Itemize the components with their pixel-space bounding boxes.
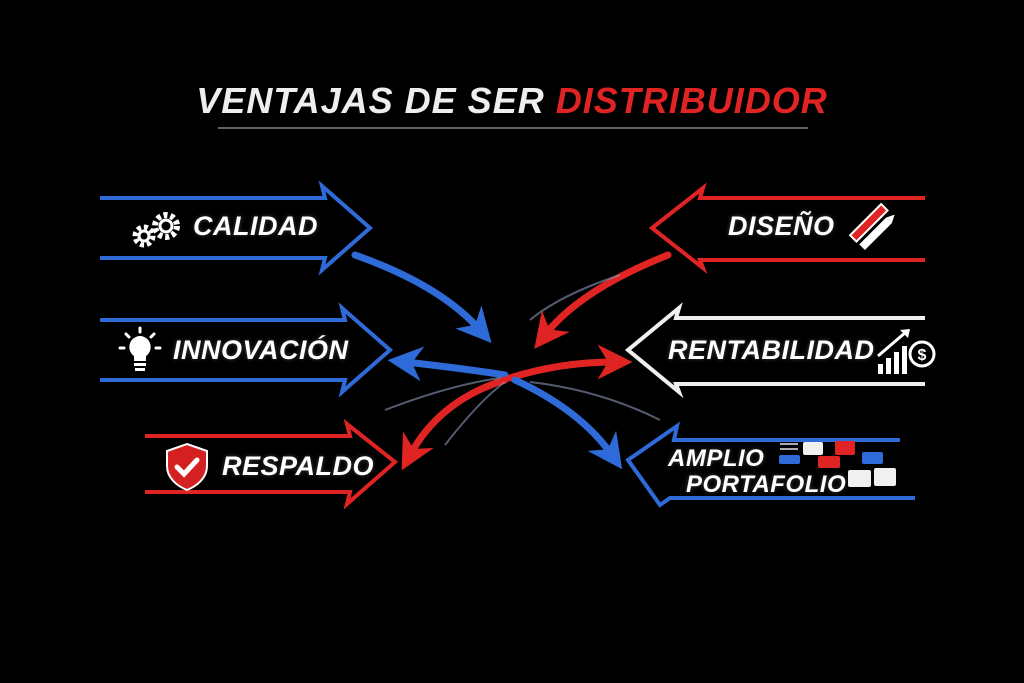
- label-line-2: PORTAFOLIO: [686, 471, 847, 498]
- page-title: VENTAJAS DE SER DISTRIBUIDOR: [0, 80, 1024, 122]
- title-part1: VENTAJAS DE SER: [196, 80, 556, 121]
- growth-chart-dollar-icon: $: [877, 329, 936, 374]
- label-calidad: CALIDAD: [193, 211, 318, 241]
- label-rentabilidad: RENTABILIDAD: [668, 335, 875, 365]
- flow-curve-calidad: [351, 251, 492, 344]
- light-streak: [444, 381, 506, 446]
- label-amplio-portafolio: AMPLIO PORTAFOLIO: [668, 446, 846, 498]
- light-streak: [384, 377, 501, 411]
- flow-curve-portafolio: [511, 376, 623, 470]
- arrow-amplio-portafolio: [625, 421, 915, 508]
- shield-check-icon: [166, 442, 208, 492]
- label-line-1: AMPLIO: [668, 445, 765, 472]
- flow-curve-innovacion: [387, 346, 509, 382]
- arrow-diseno: [648, 182, 925, 274]
- flow-curve-rentabilidad: [506, 344, 633, 382]
- light-streak: [529, 274, 621, 321]
- flow-curve-diseno: [534, 251, 672, 349]
- lightbulb-icon: [118, 326, 162, 371]
- flow-curve-respaldo: [401, 376, 509, 471]
- gears-icon: [132, 212, 180, 248]
- label-diseno: DISEÑO: [728, 211, 835, 241]
- label-innovacion: INNOVACIÓN: [173, 335, 349, 365]
- title-part2: DISTRIBUIDOR: [555, 80, 828, 121]
- svg-text:$: $: [918, 347, 927, 364]
- pencil-ruler-icon: [848, 202, 895, 251]
- arrow-calidad: [100, 180, 374, 276]
- product-blocks-icon: [779, 441, 896, 487]
- label-respaldo: RESPALDO: [222, 451, 375, 481]
- arrow-respaldo: [145, 418, 399, 510]
- light-streak: [529, 381, 661, 421]
